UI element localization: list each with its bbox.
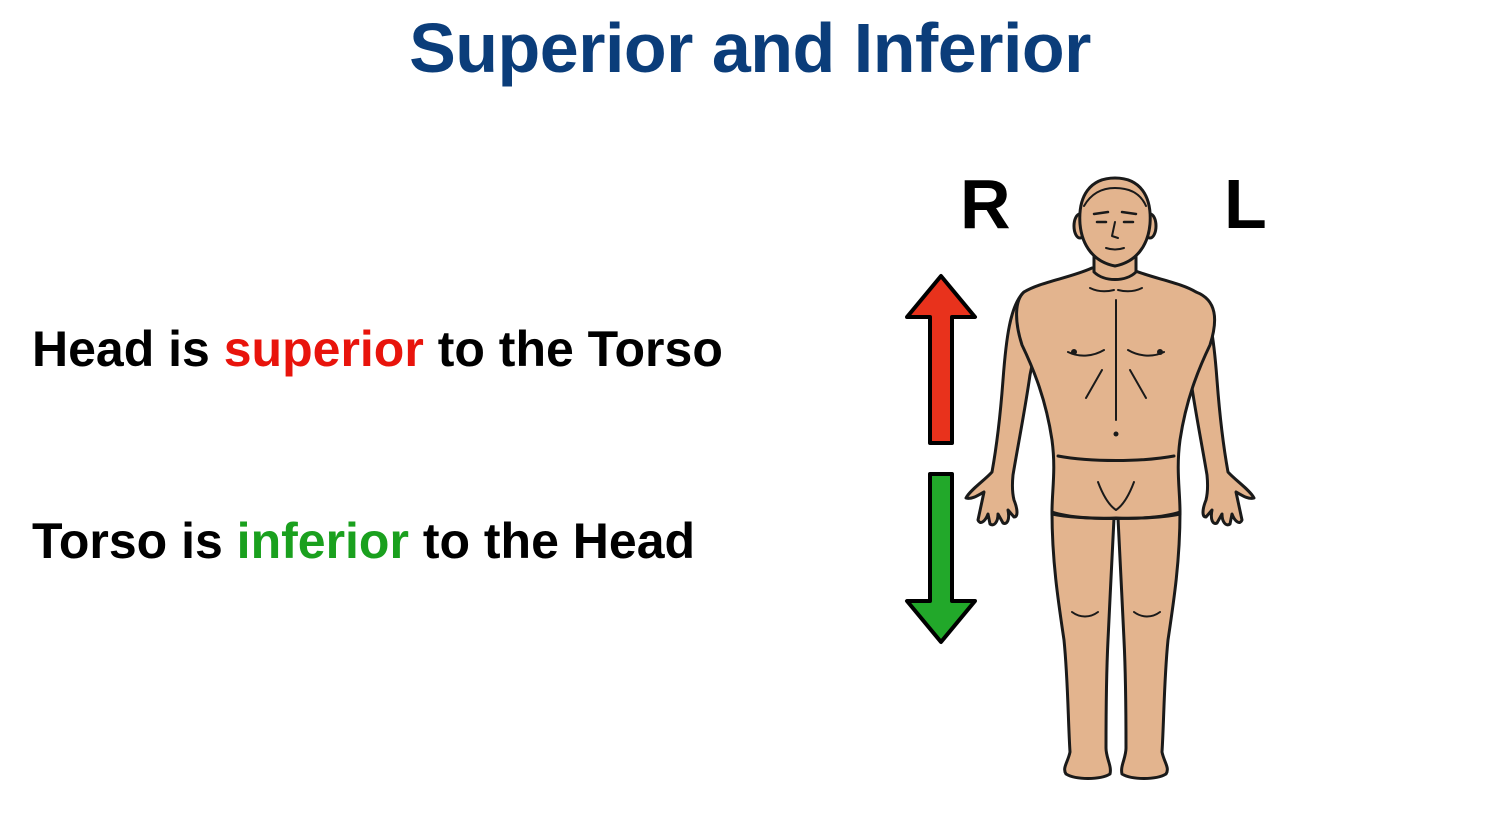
- left-leg: [1116, 510, 1182, 780]
- right-leg: [1050, 510, 1116, 780]
- shorts-hem: [1050, 512, 1182, 520]
- inferior-statement-prefix: Torso is: [32, 513, 237, 569]
- superior-statement-suffix: to the Torso: [423, 321, 723, 377]
- waistband: [1056, 454, 1176, 462]
- page-title: Superior and Inferior: [409, 9, 1091, 87]
- down-arrow-icon: [905, 472, 977, 644]
- inferior-statement: Torso is inferior to the Head: [32, 512, 695, 570]
- right-side-label: R: [960, 165, 1011, 243]
- left-side-label: L: [1224, 165, 1267, 243]
- inferior-term: inferior: [236, 513, 409, 569]
- inferior-statement-suffix: to the Head: [408, 513, 696, 569]
- human-body-figure: [964, 176, 1256, 780]
- superior-statement: Head is superior to the Torso: [32, 320, 723, 378]
- up-arrow-icon: [905, 274, 977, 445]
- superior-statement-prefix: Head is: [32, 321, 224, 377]
- superior-term: superior: [223, 321, 424, 377]
